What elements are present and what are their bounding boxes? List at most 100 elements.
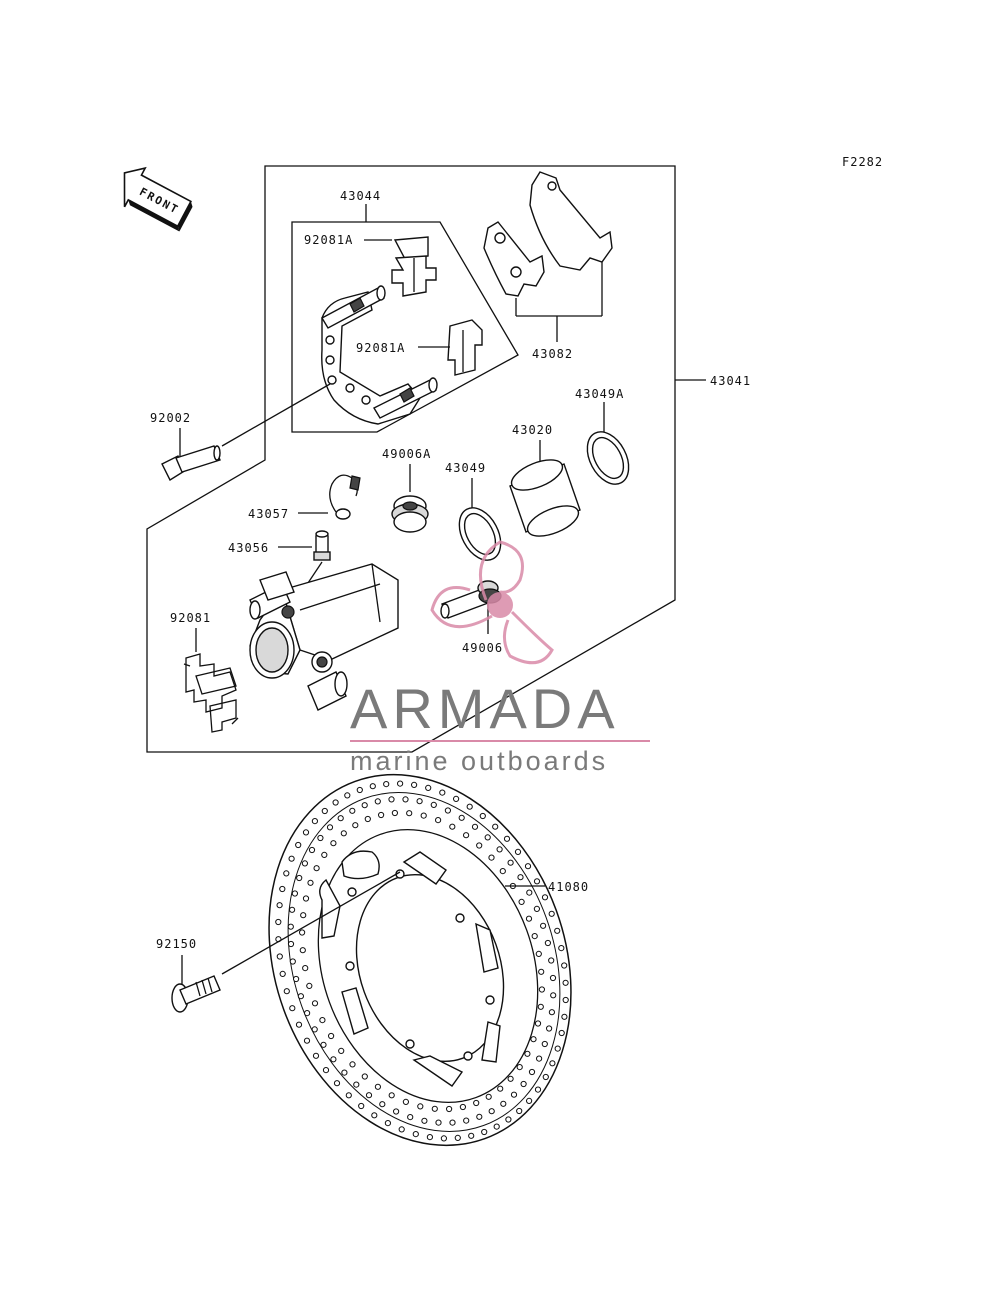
label-92150: 92150: [156, 937, 197, 951]
disc-vent-hole: [541, 1040, 548, 1048]
disc-vent-hole: [311, 818, 318, 825]
caliper-assembly-outline: [146, 165, 676, 753]
label-41080: 41080: [548, 880, 589, 894]
disc-vent-hole: [291, 890, 298, 897]
disc-vent-hole: [453, 795, 460, 803]
disc-vent-hole: [446, 1105, 453, 1113]
disc-vent-hole: [407, 1114, 414, 1121]
disc-vent-hole: [416, 798, 423, 805]
disc-vent-hole: [546, 1025, 553, 1032]
disc-vent-hole: [425, 784, 432, 792]
disc-vent-hole: [296, 874, 303, 882]
disc-vent-hole: [352, 822, 359, 829]
disc-vent-hole: [300, 912, 307, 919]
disc-vent-hole: [488, 1108, 495, 1115]
disc-vent-hole: [337, 815, 344, 822]
disc-vent-hole: [431, 1105, 438, 1112]
disc-vent-hole: [562, 979, 569, 986]
disc-vent-hole: [391, 809, 398, 817]
disc-vent-hole: [540, 922, 547, 929]
disc-vent-hole: [322, 1067, 330, 1074]
disc-vent-hole: [378, 811, 385, 819]
disc-vent-hole: [517, 874, 524, 881]
disc-vent-hole: [463, 1117, 470, 1124]
watermark-title: ARMADA: [350, 677, 620, 740]
label-43056: 43056: [228, 541, 269, 555]
disc-vent-hole: [299, 929, 306, 936]
disc-vent-hole: [313, 865, 320, 872]
label-92081a-bottom: 92081A: [356, 341, 405, 355]
disc-vent-hole: [374, 1083, 381, 1090]
disc-vent-hole: [333, 1080, 341, 1087]
disc-vent-hole: [406, 810, 413, 817]
disc-vent-hole: [454, 1134, 461, 1142]
disc-vent-hole: [276, 953, 283, 960]
seal-43049a: [586, 431, 630, 485]
disc-vent-hole: [302, 965, 309, 972]
front-arrow-icon: FRONT: [123, 166, 193, 232]
disc-vent-hole: [466, 803, 473, 810]
pad-spring-92081: [183, 653, 239, 733]
disc-vent-hole: [338, 1047, 345, 1055]
disc-vent-hole: [473, 1099, 480, 1107]
disc-vent-hole: [374, 798, 381, 805]
disc-vent-hole: [361, 802, 368, 809]
disc-vent-hole: [531, 933, 538, 940]
disc-vent-hole: [536, 1055, 543, 1062]
screw-92150-leader: [221, 871, 401, 975]
bleeder-valve-43056: [313, 530, 331, 561]
disc-vent-hole: [311, 1026, 318, 1033]
disc-vent-hole: [538, 968, 545, 975]
disc-vent-hole: [549, 974, 557, 982]
disc-vent-hole: [306, 982, 313, 990]
disc-vent-hole: [349, 807, 356, 814]
label-92002: 92002: [150, 411, 191, 425]
brake-pads: [483, 171, 613, 297]
disc-vent-hole: [488, 854, 495, 861]
disc-vent-hole: [320, 1041, 327, 1048]
disc-vent-hole: [307, 879, 314, 886]
label-43057: 43057: [248, 507, 289, 521]
disc-vent-hole: [365, 1092, 373, 1099]
disc-vent-hole: [308, 846, 316, 854]
disc-vent-hole: [289, 1005, 296, 1012]
disc-vent-hole: [562, 996, 569, 1004]
disc-vent-hole: [358, 1102, 365, 1110]
disc-vent-hole: [279, 885, 286, 893]
disc-vent-hole: [449, 823, 456, 830]
caliper-bracket: [321, 285, 438, 425]
label-43041: 43041: [710, 374, 751, 388]
label-49006a: 49006A: [382, 447, 431, 461]
disc-vent-hole: [412, 1131, 419, 1138]
disc-vent-hole: [402, 1098, 409, 1106]
disc-vent-hole: [303, 1037, 311, 1044]
pad-spring-bottom: [447, 319, 483, 376]
disc-vent-hole: [302, 895, 310, 902]
bolt-92002: [161, 445, 221, 482]
disc-vent-hole: [302, 829, 310, 836]
disc-vent-hole: [364, 815, 371, 823]
disc-vent-hole: [550, 992, 557, 999]
disc-vent-hole: [326, 824, 334, 831]
disc-vent-hole: [330, 840, 337, 847]
disc-vent-hole: [371, 1112, 378, 1119]
disc-vent-hole: [288, 855, 295, 862]
disc-vent-hole: [530, 1036, 537, 1043]
disc-vent-hole: [430, 801, 437, 809]
disc-vent-hole: [444, 807, 451, 814]
disc-vent-hole: [554, 1045, 561, 1052]
disc-vent-hole: [507, 1075, 514, 1082]
disc-vent-hole: [295, 841, 302, 849]
disc-vent-hole: [468, 1132, 475, 1139]
disc-vent-hole: [525, 915, 533, 922]
disc-vent-hole: [542, 1073, 549, 1081]
disc-vent-hole: [383, 781, 390, 788]
disc-vent-hole: [344, 792, 351, 799]
disc-vent-hole: [421, 1117, 428, 1124]
disc-vent-hole: [332, 799, 339, 806]
disc-vent-hole: [297, 993, 304, 1000]
disc-vent-hole: [299, 947, 306, 954]
disc-vent-hole: [295, 1021, 303, 1028]
disc-vent-hole: [420, 812, 427, 819]
disc-vent-hole: [548, 957, 555, 964]
